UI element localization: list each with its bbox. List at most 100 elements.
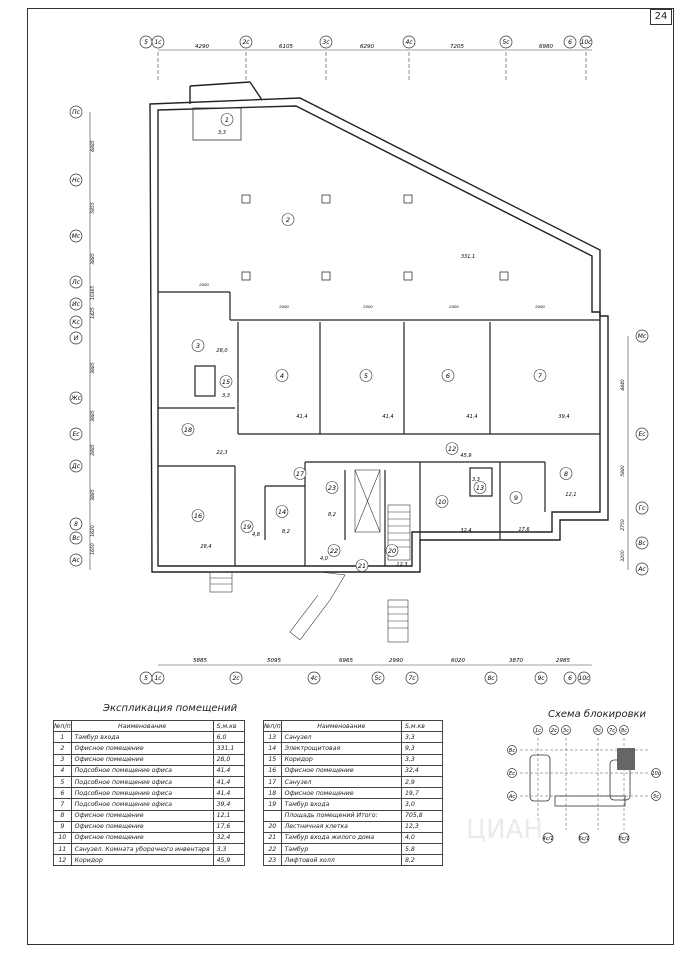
left-dim-4: 1425 — [90, 307, 96, 319]
row-number: 17 — [263, 775, 282, 789]
room-16-marker — [191, 509, 205, 522]
room-7-marker — [533, 369, 547, 382]
scheme-top-axis-2: 3с — [561, 725, 571, 735]
table-header: №п/п Наименование S,м.кв — [53, 719, 246, 733]
room-area: 41,4 — [212, 764, 246, 777]
staircase — [209, 469, 411, 643]
room-5-area: 41,4 — [382, 414, 393, 420]
room-16-number: 16 — [194, 512, 202, 520]
room-area: 3,3 — [401, 731, 443, 744]
scheme-top-axis-5: 8с — [619, 725, 629, 735]
room-area: 41,4 — [212, 775, 246, 789]
room-area: 19,7 — [401, 787, 443, 800]
room-12-marker — [445, 442, 459, 455]
left-dimensions: 6885585538851038514253885388528853885162… — [90, 140, 96, 555]
room-9-number: 9 — [514, 494, 518, 502]
room-name: Подсобное помещение офиса — [70, 798, 214, 811]
room-19-area: 4,8 — [252, 532, 260, 538]
top-dimension-line — [157, 49, 592, 80]
row-number: 18 — [263, 787, 282, 800]
scheme-side-axis-1: Ес — [507, 768, 517, 778]
svg-text:1с: 1с — [535, 728, 541, 734]
room-15-number: 15 — [222, 378, 230, 386]
svg-text:6: 6 — [568, 39, 572, 46]
svg-text:7с: 7с — [609, 728, 615, 734]
row-number: 12 — [53, 854, 72, 867]
bottom-axis-2: 2с — [229, 671, 243, 685]
svg-text:5: 5 — [144, 39, 148, 46]
svg-text:Вс: Вс — [509, 748, 515, 754]
table-header: №п/п Наименование S,м.кв — [263, 719, 443, 733]
right-dim-0: 4440 — [620, 379, 626, 391]
room-19-number: 19 — [243, 523, 251, 531]
room-area: 3,3 — [212, 843, 246, 856]
room-area: 331,1 — [212, 742, 246, 755]
drawing-frame — [27, 8, 674, 945]
room-3-number: 3 — [196, 342, 200, 350]
row-number: 8 — [53, 809, 72, 822]
room-name: Санузел — [280, 731, 403, 744]
room-18-area: 22,3 — [216, 450, 227, 456]
bottom-axis-0: 5 — [139, 671, 153, 685]
room-name: Подсобное помещение офиса — [70, 787, 214, 800]
scheme-top-axis-3: 5с — [593, 725, 603, 735]
scheme-side-axis-2: Ас — [507, 791, 517, 801]
svg-text:Гс: Гс — [639, 505, 646, 512]
row-number: 22 — [263, 843, 282, 856]
room-8-area: 12,1 — [565, 492, 576, 498]
left-axis-3: Лс — [69, 275, 83, 289]
top-dim-2: 6290 — [360, 44, 374, 50]
room-23-area: 8,2 — [328, 512, 336, 518]
top-dim-0: 4290 — [195, 44, 209, 50]
room-name: Санузел. Комната уборочного инвентаря — [70, 843, 214, 856]
room-12-number: 12 — [448, 445, 456, 453]
svg-text:Кс: Кс — [72, 319, 80, 326]
room-2-marker — [281, 213, 295, 226]
room-area: 3,0 — [401, 798, 443, 811]
svg-text:Ас: Ас — [71, 557, 80, 564]
svg-text:5с: 5с — [502, 39, 510, 46]
left-axis-6: И — [69, 331, 83, 345]
room-name: Электрощитовая — [280, 742, 403, 755]
svg-text:2с: 2с — [232, 675, 240, 682]
room-name: Офисное помещение — [70, 831, 214, 845]
bottom-axis-5: 7с — [405, 671, 419, 685]
room-13-number: 13 — [476, 484, 484, 492]
partition-dim-4: 2000 — [535, 304, 545, 309]
svg-text:5с: 5с — [595, 728, 601, 734]
room-name: Офисное помещение — [70, 820, 214, 833]
svg-text:8: 8 — [74, 521, 78, 528]
room-4-marker — [275, 369, 289, 382]
room-20-area: 12,3 — [396, 562, 407, 568]
room-area: 17,6 — [212, 820, 246, 833]
room-area: 28,0 — [212, 753, 246, 766]
room-17-number: 17 — [296, 470, 305, 478]
columns — [241, 194, 509, 281]
room-19-marker — [240, 520, 254, 533]
bottom-dim-4: 6020 — [451, 658, 465, 664]
room-9-area: 17,6 — [518, 527, 529, 533]
room-6-number: 6 — [446, 372, 450, 380]
svg-text:5с: 5с — [653, 794, 659, 800]
top-dim-3: 7205 — [450, 44, 464, 50]
bottom-dim-0: 5885 — [193, 658, 207, 664]
bottom-axis-1: 1с — [151, 671, 165, 685]
room-name: Тамбур входа — [280, 798, 403, 811]
room-1-area: 3,3 — [218, 130, 226, 136]
room-area: 8,2 — [401, 854, 443, 867]
svg-text:1с: 1с — [154, 39, 162, 46]
room-14-number: 14 — [278, 508, 286, 516]
svg-text:3с: 3с — [563, 728, 569, 734]
room-7-area: 39,4 — [558, 414, 569, 420]
sheet-number: 24 — [650, 9, 672, 25]
